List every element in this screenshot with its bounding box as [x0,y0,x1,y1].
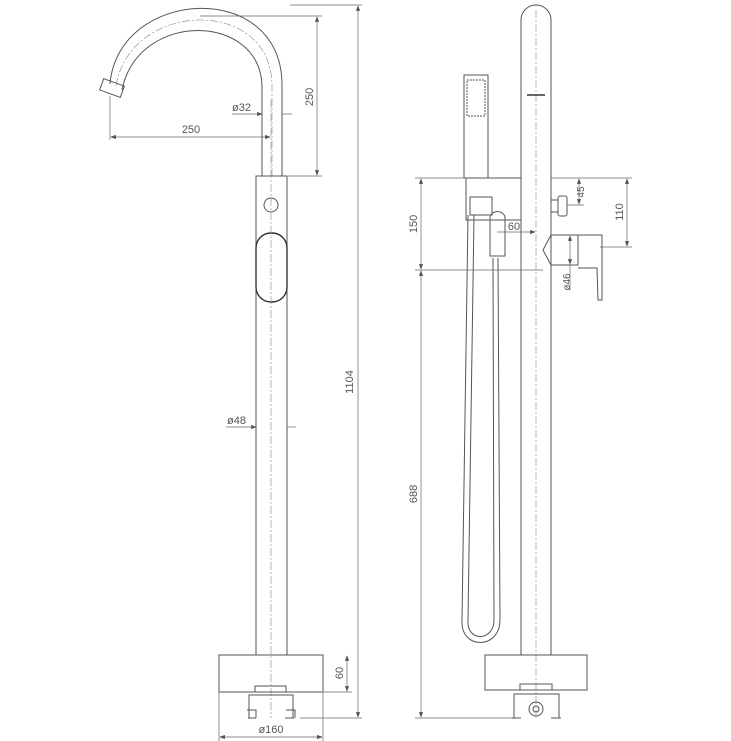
dim-hose-offset: 60 [508,221,520,233]
dim-handle-diameter: ø46 [562,273,573,291]
diverter-knob [550,199,559,213]
shower-head-face [466,79,486,117]
hose-connector [489,211,506,257]
dim-spout-height: 250 [304,88,316,106]
dim-spout-diameter: ø32 [232,102,251,114]
mixer-body [542,234,579,266]
dim-spout-reach: 250 [182,124,200,136]
dim-body-diameter: ø48 [227,415,246,427]
side-floor-mount [512,683,561,719]
floor-mount [247,685,296,719]
dim-bracket-height: 150 [408,215,420,233]
handle-slot [255,232,288,303]
shower-bracket [465,177,522,221]
side-view: 150 688 110 45 60 ø46 [408,4,632,719]
side-base-cover [484,654,588,691]
dim-base-diameter: ø160 [258,724,283,736]
mixer-lever [578,234,603,301]
dim-base-height: 60 [334,667,346,679]
dim-diverter-offset: 45 [576,186,587,198]
spout-nozzle [98,77,126,99]
main-column [520,4,552,655]
front-view: 1104 250 250 ø32 ø48 60 ø160 [98,4,362,741]
gooseneck-spout [109,7,283,176]
body-tube [255,175,288,656]
dim-handle-offset: 110 [614,203,626,221]
dim-lower-height: 688 [408,485,420,503]
base-cover [218,654,324,693]
dim-total-height: 1104 [344,370,356,394]
hand-shower [463,74,489,179]
shower-hose [461,214,501,643]
